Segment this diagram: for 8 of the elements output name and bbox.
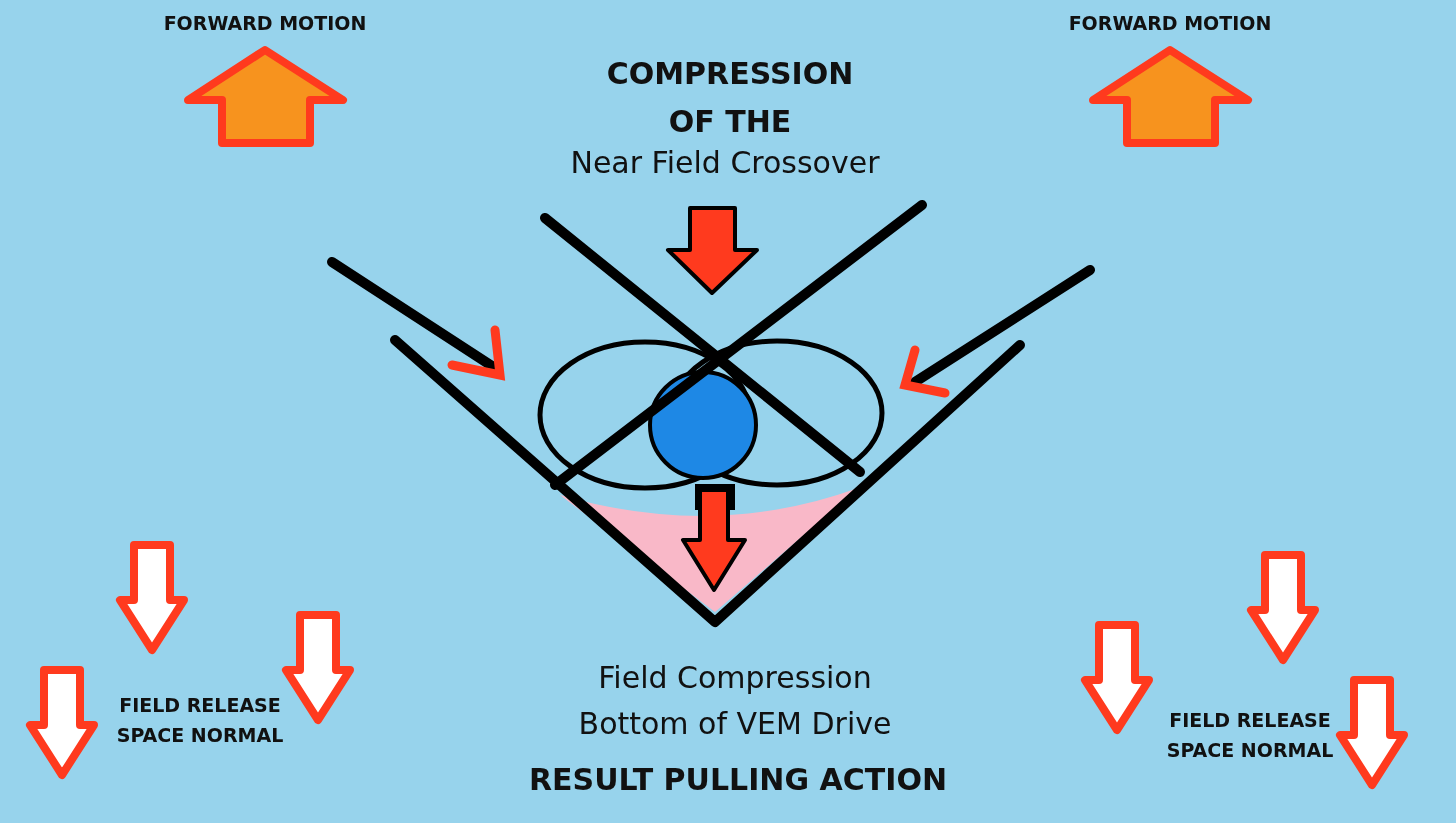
caption-label: FIELD RELEASE SPACE NORMAL [115,693,285,748]
caption-label: FIELD RELEASE SPACE NORMAL [1165,708,1335,763]
heading: COMPRESSION OF THE [605,55,855,141]
caption-label: Near Field Crossover [569,144,881,182]
caption-label: FORWARD MOTION [162,11,368,36]
caption-label: Field Compression Bottom of VEM Drive [577,659,893,743]
caption-label: FORWARD MOTION [1067,11,1273,36]
caption-label: RESULT PULLING ACTION [528,761,948,799]
